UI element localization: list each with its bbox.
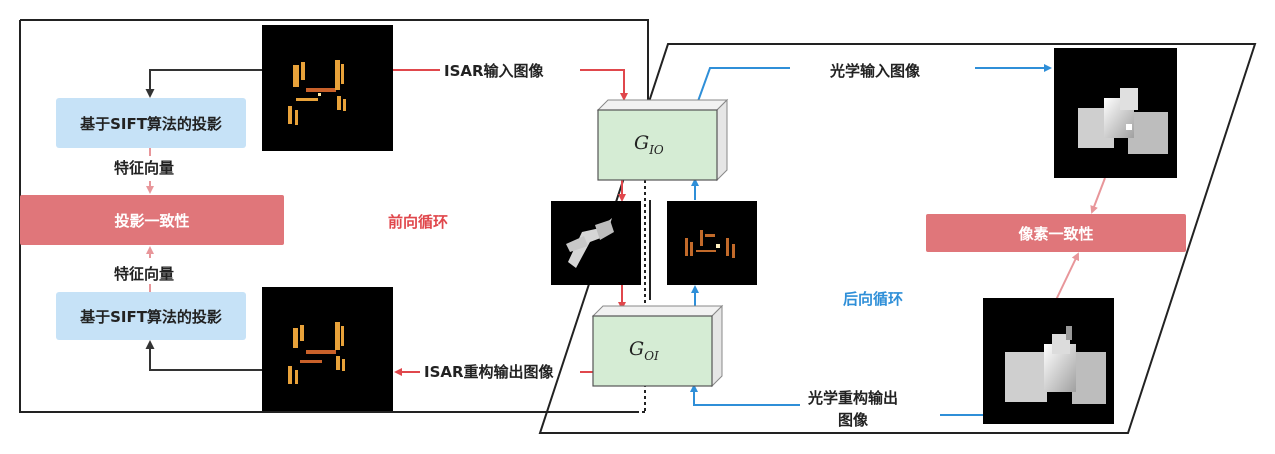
projection-consistency-box: 投影一致性: [20, 195, 284, 245]
pixel-consistency-box: 像素一致性: [926, 214, 1186, 252]
optical-output-image: [983, 298, 1114, 424]
generated-isar-image: [667, 201, 757, 285]
forward-cycle-label: 前向循环: [388, 213, 449, 231]
isar-output-image: [262, 287, 393, 411]
generator-g-io-label: GIO: [634, 132, 664, 157]
optical-output-label-line1: 光学重构输出: [808, 389, 899, 407]
optical-output-label-line2: 图像: [838, 411, 869, 429]
optical-input-image: [1054, 48, 1177, 178]
pixel-consistency-label: 像素一致性: [1018, 224, 1094, 243]
optical-output-label: 光学重构输出 图像: [808, 387, 899, 431]
projection-consistency-label: 投影一致性: [114, 211, 190, 230]
projection-box-top-label: 基于SIFT算法的投影: [80, 114, 222, 133]
isar-input-image: [262, 25, 393, 151]
optical-input-label: 光学输入图像: [830, 60, 921, 81]
projection-box-bottom-label: 基于SIFT算法的投影: [80, 307, 222, 326]
backward-cycle-frame: [538, 43, 1257, 434]
projection-box-top: 基于SIFT算法的投影: [56, 98, 246, 148]
forward-cycle-frame: [19, 19, 651, 413]
feature-vector-label-bottom: 特征向量: [114, 263, 175, 284]
generated-optical-image: [551, 201, 641, 285]
generator-g-oi-label: GOI: [629, 338, 659, 363]
generator-g-oi: [591, 304, 724, 388]
isar-input-label: ISAR输入图像: [444, 60, 544, 81]
projection-box-bottom: 基于SIFT算法的投影: [56, 292, 246, 340]
generator-g-io: [596, 98, 729, 182]
isar-output-label: ISAR重构输出图像: [424, 361, 554, 382]
feature-vector-label-top: 特征向量: [114, 157, 175, 178]
backward-cycle-label: 后向循环: [843, 290, 904, 308]
